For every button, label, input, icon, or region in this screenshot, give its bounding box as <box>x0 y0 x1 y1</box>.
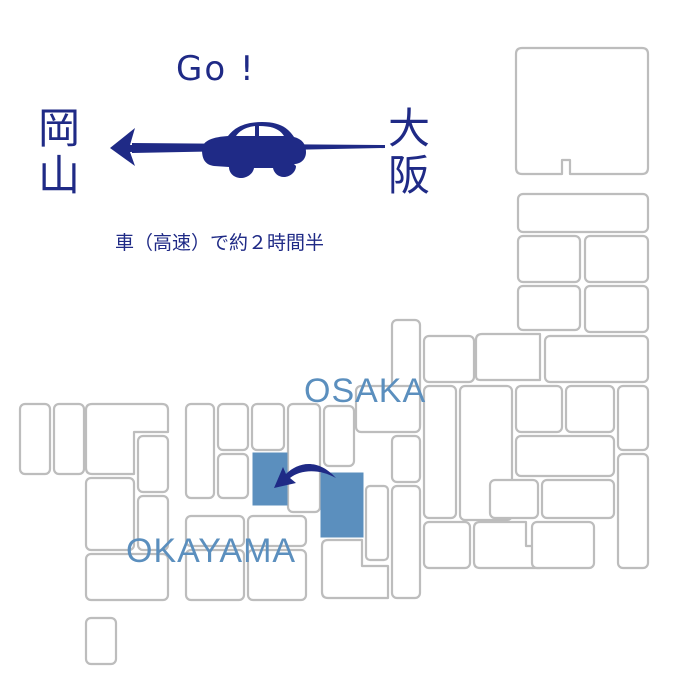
prefecture-mie <box>390 484 422 600</box>
headline: Go ! <box>176 49 256 89</box>
prefecture-kagoshima <box>84 552 170 602</box>
prefecture-saga <box>52 402 86 476</box>
prefecture-oita <box>136 434 170 494</box>
prefecture-ehime <box>184 548 246 602</box>
destination-label: 岡 山 <box>38 104 93 200</box>
prefecture-shiga <box>390 434 422 484</box>
car-icon <box>202 122 306 178</box>
osaka-label: OSAKA <box>304 372 426 410</box>
prefecture-gunma <box>514 384 564 434</box>
prefecture-akita <box>516 234 582 284</box>
prefecture-shimane <box>216 402 250 452</box>
prefecture-hiroshima <box>216 452 250 500</box>
prefecture-kyoto <box>322 404 356 468</box>
prefecture-nara <box>364 484 390 562</box>
prefecture-aichi <box>422 520 472 570</box>
prefecture-yamaguchi <box>184 402 216 500</box>
prefecture-aomori <box>516 192 650 234</box>
prefecture-nagasaki <box>18 402 52 476</box>
prefecture-tokyo <box>540 478 616 520</box>
prefecture-okinawa <box>84 616 118 666</box>
prefecture-toyama <box>422 334 476 384</box>
origin-label-char-2: 阪 <box>388 151 430 200</box>
highlight-osaka <box>320 472 364 538</box>
prefecture-hyogo <box>286 402 322 514</box>
travel-time: 車（高速）で約２時間半 <box>115 232 324 254</box>
prefecture-kanagawa <box>530 520 596 570</box>
prefecture-yamagata <box>516 284 582 332</box>
prefecture-tottori <box>250 402 286 452</box>
prefecture-tokushima <box>246 514 308 548</box>
prefecture-hokkaido <box>514 46 650 176</box>
prefecture-tochigi <box>564 384 616 434</box>
prefecture-yamanashi <box>488 478 540 520</box>
prefecture-kumamoto <box>84 476 136 552</box>
prefecture-wakayama <box>320 538 390 600</box>
prefecture-miyazaki <box>136 494 170 552</box>
route-arrow-icon <box>274 464 336 488</box>
prefecture-iwate <box>583 234 650 284</box>
origin-label-char-1: 大 <box>388 104 430 153</box>
prefecture-fukuoka <box>84 402 170 476</box>
prefecture-kochi <box>246 548 308 602</box>
prefecture-saitama <box>514 434 616 478</box>
destination-label-char-2: 山 <box>38 151 80 200</box>
prefecture-kagawa <box>184 514 246 548</box>
prefecture-shizuoka <box>472 520 542 570</box>
prefecture-fukushima <box>543 334 650 384</box>
japan-map <box>18 46 650 666</box>
prefecture-fukui <box>354 384 422 434</box>
prefecture-miyagi <box>583 284 650 334</box>
destination-label-char-1: 岡 <box>38 104 80 153</box>
prefecture-chiba <box>616 452 650 570</box>
origin-label: 大 阪 <box>388 104 443 200</box>
okayama-label: OKAYAMA <box>126 532 296 570</box>
prefecture-ibaraki <box>616 384 650 452</box>
prefecture-gifu <box>422 384 458 520</box>
prefecture-niigata <box>474 332 542 382</box>
